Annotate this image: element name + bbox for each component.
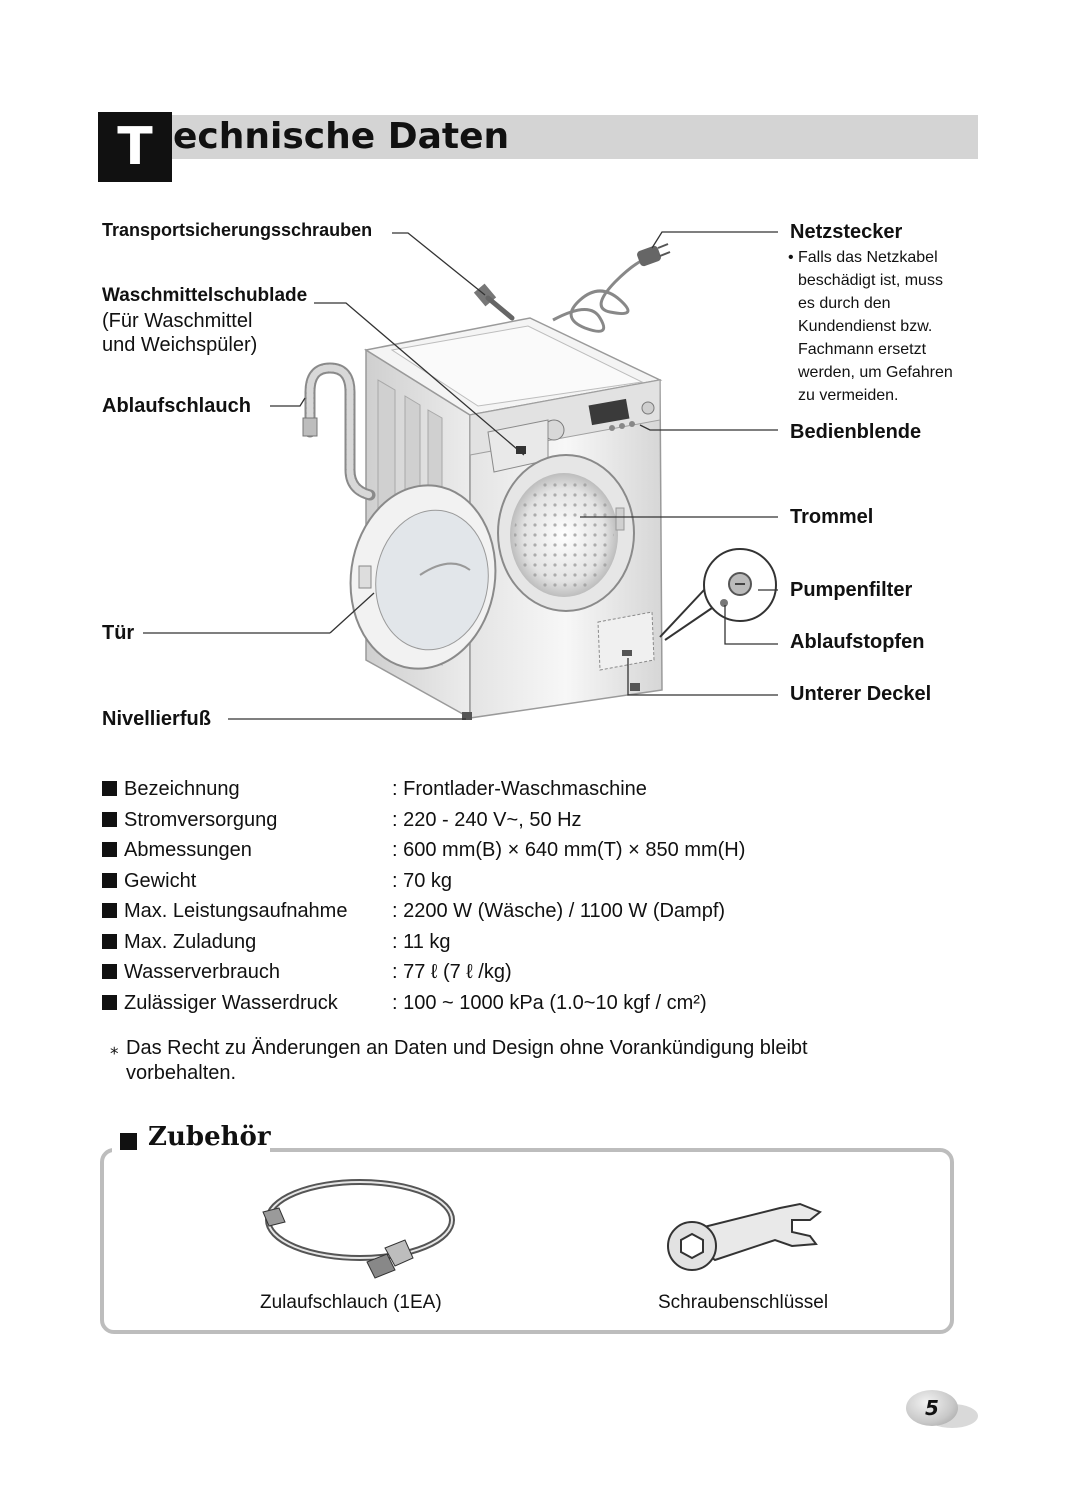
- spec-label: Abmessungen: [124, 839, 252, 861]
- disclaimer: ⁎ Das Recht zu Änderungen an Daten und D…: [110, 1036, 910, 1086]
- spec-value: : 77 ℓ (7 ℓ /kg): [392, 961, 512, 983]
- spec-row: Zulässiger Wasserdruck : 100 ~ 1000 kPa (…: [102, 989, 962, 1020]
- bullet-square-icon: [102, 811, 117, 827]
- label-drum: Trommel: [790, 506, 874, 528]
- pump-filter-zoom: [659, 548, 777, 641]
- asterisk-icon: ⁎: [110, 1039, 119, 1058]
- label-pump-filter: Pumpenfilter: [790, 579, 913, 601]
- title-initial-box: T: [98, 112, 172, 182]
- label-leveling-foot: Nivellierfuß: [102, 708, 211, 730]
- spec-row: Gewicht : 70 kg: [102, 867, 962, 898]
- note-line: zu vermeiden.: [798, 387, 899, 404]
- title-bar-background: [170, 115, 978, 159]
- label-control-panel: Bedienblende: [790, 421, 922, 443]
- note-line: Kundendienst bzw.: [798, 318, 933, 335]
- bullet-square-icon: [102, 933, 117, 949]
- spec-row: Stromversorgung : 220 - 240 V~, 50 Hz: [102, 806, 962, 837]
- spec-value: : 100 ~ 1000 kPa (1.0~10 kgf / cm²): [392, 991, 707, 1014]
- spec-value: : 70 kg: [392, 869, 453, 892]
- spec-label: Bezeichnung: [124, 778, 240, 800]
- open-door: [349, 484, 497, 670]
- specs-list: Bezeichnung : Frontlader-Waschmaschine St…: [102, 775, 962, 1019]
- spec-label: Wasserverbrauch: [124, 961, 280, 983]
- label-power-plug: Netzstecker: [790, 221, 903, 243]
- spec-label: Max. Leistungsaufnahme: [124, 900, 348, 922]
- spec-row: Wasserverbrauch : 77 ℓ (7 ℓ /kg): [102, 958, 962, 989]
- bullet-square-icon: [102, 903, 117, 918]
- note-line: es durch den: [798, 295, 891, 312]
- label-detergent-drawer-sub-2: und Weichspüler): [102, 334, 258, 356]
- label-detergent-drawer-sub-1: (Für Waschmittel: [102, 310, 253, 332]
- label-door: Tür: [102, 622, 135, 644]
- bullet-square-icon: [102, 872, 117, 888]
- accessory-label: Zulaufschlauch (1EA): [260, 1292, 442, 1313]
- label-lower-cover: Unterer Deckel: [790, 683, 932, 705]
- transport-bolt-illustration: [473, 283, 515, 321]
- power-cord-illustration: [552, 243, 671, 333]
- note-line: werden, um Gefahren: [798, 364, 953, 381]
- drain-hose-illustration: [302, 362, 376, 501]
- page-title: echnische Daten: [173, 116, 510, 157]
- label-drain-plug: Ablaufstopfen: [790, 631, 925, 653]
- bullet-square-icon: [102, 781, 117, 796]
- note-line: beschädigt ist, muss: [798, 272, 943, 289]
- note-line: Falls das Netzkabel: [798, 249, 938, 266]
- accessories-title: Zubehör: [148, 1122, 271, 1152]
- spec-label: Gewicht: [124, 869, 197, 892]
- spec-row: Max. Zuladung : 11 kg: [102, 928, 962, 959]
- spec-label: Zulässiger Wasserdruck: [124, 991, 338, 1014]
- bullet-square-icon: [102, 994, 117, 1010]
- spec-label: Stromversorgung: [124, 808, 278, 831]
- spec-value: : 11 kg: [392, 930, 451, 953]
- accessory-label: Schraubenschlüssel: [658, 1292, 829, 1313]
- note-line: Fachmann ersetzt: [798, 341, 927, 358]
- spec-value: : Frontlader-Waschmaschine: [392, 778, 647, 800]
- spec-value: : 2200 W (Wäsche) / 1100 W (Dampf): [392, 900, 726, 922]
- spec-row: Bezeichnung : Frontlader-Waschmaschine: [102, 775, 962, 806]
- bullet-square-icon: [102, 964, 117, 979]
- disclaimer-text: Das Recht zu Änderungen an Daten und Des…: [126, 1037, 808, 1084]
- spec-value: : 600 mm(B) × 640 mm(T) × 850 mm(H): [392, 839, 746, 861]
- wrench-icon: [667, 1202, 822, 1271]
- bullet-square-icon: [120, 1133, 137, 1150]
- power-plug-note: •Falls das Netzkabel beschädigt ist, mus…: [788, 246, 953, 407]
- note-bullet: •: [788, 249, 794, 266]
- accessories-frame: [100, 1148, 954, 1334]
- label-transport-screws: Transportsicherungsschrauben: [102, 220, 373, 240]
- label-drain-hose: Ablaufschlauch: [102, 395, 251, 417]
- accessories-heading-background: [112, 1124, 270, 1164]
- label-detergent-drawer: Waschmittelschublade: [102, 285, 308, 306]
- bullet-square-icon: [102, 842, 117, 857]
- spec-row: Max. Leistungsaufnahme : 2200 W (Wäsche) …: [102, 897, 962, 928]
- spec-row: Abmessungen : 600 mm(B) × 640 mm(T) × 850…: [102, 836, 962, 867]
- spec-label: Max. Zuladung: [124, 930, 257, 953]
- leader-lines: [143, 231, 778, 720]
- spec-value: : 220 - 240 V~, 50 Hz: [392, 808, 582, 831]
- page-number: 5: [906, 1390, 958, 1426]
- inlet-hose-icon: [262, 1179, 455, 1279]
